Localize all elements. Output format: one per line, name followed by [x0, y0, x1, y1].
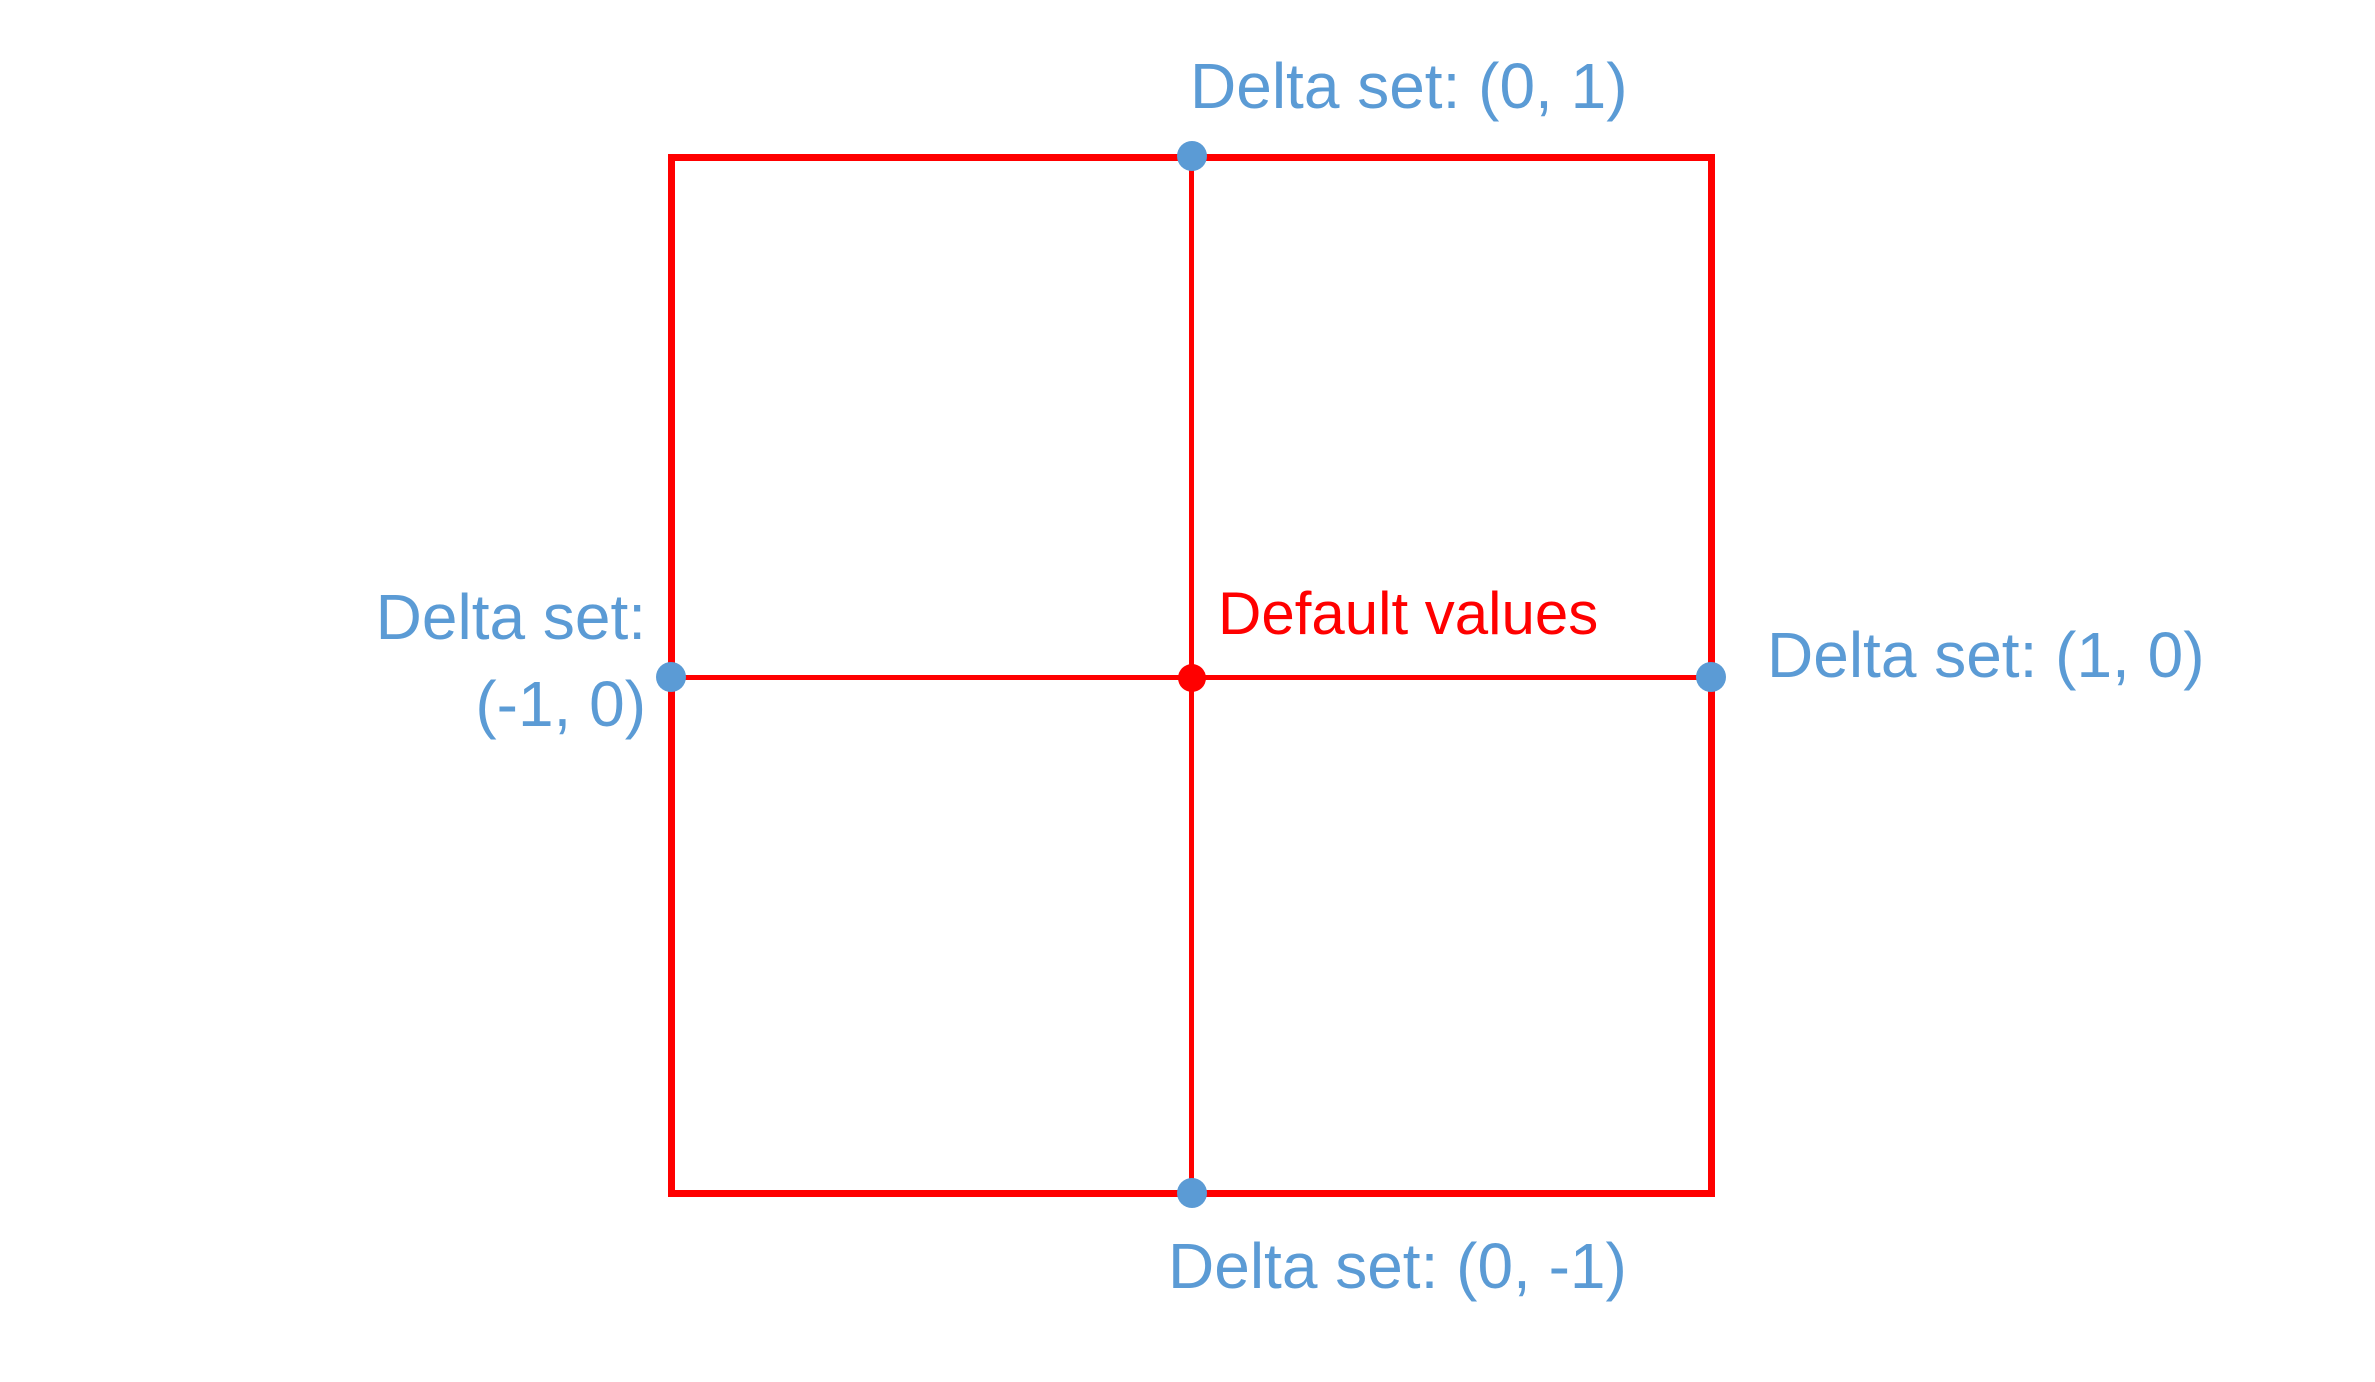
label-delta-right: Delta set: (1, 0)	[1767, 619, 2205, 691]
point-left-marker	[656, 662, 686, 692]
label-default-values: Default values	[1218, 580, 1599, 647]
point-bottom-marker	[1177, 1178, 1207, 1208]
label-delta-left-line2: (-1, 0)	[475, 668, 646, 741]
label-delta-left: Delta set: (-1, 0)	[376, 574, 646, 748]
point-top-marker	[1177, 141, 1207, 171]
point-center-marker	[1178, 664, 1206, 692]
label-delta-left-line1: Delta set:	[375, 581, 646, 653]
label-delta-top: Delta set: (0, 1)	[1190, 50, 1628, 122]
label-delta-bottom: Delta set: (0, -1)	[1168, 1230, 1627, 1302]
point-right-marker	[1696, 662, 1726, 692]
